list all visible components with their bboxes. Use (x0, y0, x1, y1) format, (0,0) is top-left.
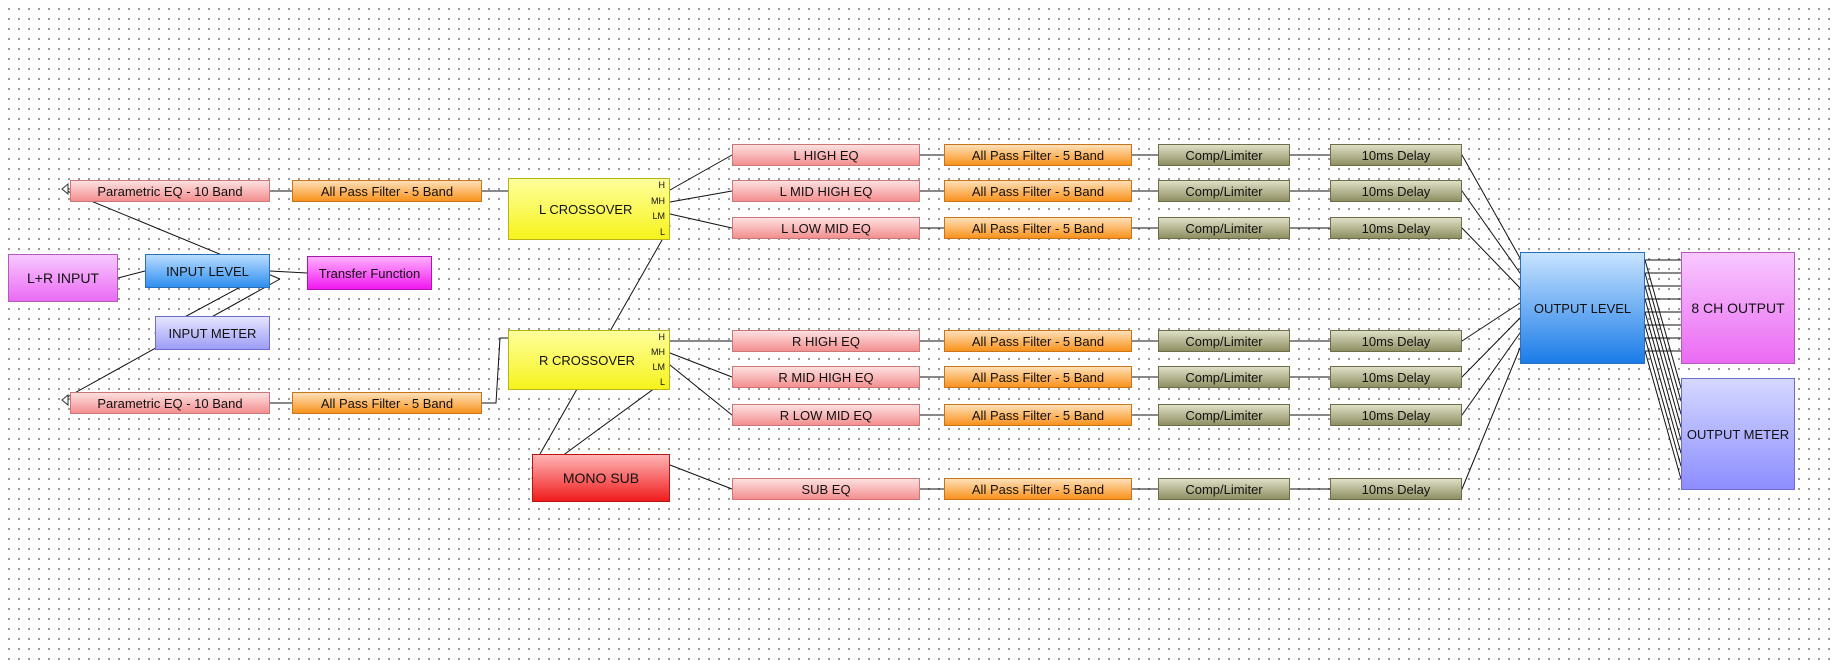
wire (1644, 298, 1682, 428)
wire (1644, 350, 1682, 480)
l-crossover-outputs: H MH LM L (651, 181, 665, 237)
input-meter-block[interactable]: INPUT METER (155, 316, 270, 350)
sub-eq-block[interactable]: SUB EQ (732, 478, 920, 500)
sub-all-pass-filter-block[interactable]: All Pass Filter - 5 Band (944, 478, 1132, 500)
wire (669, 154, 733, 191)
l-high-delay-block[interactable]: 10ms Delay (1330, 144, 1462, 166)
sub-comp-limiter-block[interactable]: Comp/Limiter (1158, 478, 1290, 500)
wire (1644, 311, 1682, 441)
output-label-mh: MH (651, 195, 665, 206)
l-high-all-pass-filter-block[interactable]: All Pass Filter - 5 Band (944, 144, 1132, 166)
mono-sub-block[interactable]: MONO SUB (532, 454, 670, 502)
port-icon (61, 182, 69, 196)
wire-apf-to-rxover (482, 337, 508, 404)
wire (1461, 227, 1521, 289)
wire (1644, 285, 1682, 415)
l-mid-high-all-pass-filter-block[interactable]: All Pass Filter - 5 Band (944, 180, 1132, 202)
wire (1644, 337, 1682, 467)
wire (1644, 272, 1682, 402)
l-low-mid-comp-limiter-block[interactable]: Comp/Limiter (1158, 217, 1290, 239)
r-low-mid-comp-limiter-block[interactable]: Comp/Limiter (1158, 404, 1290, 426)
parametric-eq-top-block[interactable]: Parametric EQ - 10 Band (70, 180, 270, 202)
wire (1461, 332, 1521, 416)
l-mid-high-delay-block[interactable]: 10ms Delay (1330, 180, 1462, 202)
r-mid-high-comp-limiter-block[interactable]: Comp/Limiter (1158, 366, 1290, 388)
r-high-comp-limiter-block[interactable]: Comp/Limiter (1158, 330, 1290, 352)
r-high-delay-block[interactable]: 10ms Delay (1330, 330, 1462, 352)
r-high-all-pass-filter-block[interactable]: All Pass Filter - 5 Band (944, 330, 1132, 352)
output-meter-block[interactable]: OUTPUT METER (1681, 378, 1795, 490)
sub-delay-block[interactable]: 10ms Delay (1330, 478, 1462, 500)
wire (1461, 190, 1521, 274)
l-high-eq-block[interactable]: L HIGH EQ (732, 144, 920, 166)
l-high-comp-limiter-block[interactable]: Comp/Limiter (1158, 144, 1290, 166)
r-low-mid-all-pass-filter-block[interactable]: All Pass Filter - 5 Band (944, 404, 1132, 426)
wire (669, 190, 733, 203)
output-label-mh: MH (651, 347, 665, 357)
port-icon (61, 393, 69, 407)
l-crossover-block[interactable]: L CROSSOVER H MH LM L (508, 178, 670, 240)
r-low-mid-delay-block[interactable]: 10ms Delay (1330, 404, 1462, 426)
l-low-mid-eq-block[interactable]: L LOW MID EQ (732, 217, 920, 239)
r-crossover-label: R CROSSOVER (539, 352, 636, 368)
output-label-h: H (658, 332, 666, 342)
r-mid-high-eq-block[interactable]: R MID HIGH EQ (732, 366, 920, 388)
l-crossover-label: L CROSSOVER (539, 201, 633, 217)
output-label-h: H (658, 180, 666, 190)
parametric-eq-bottom-block[interactable]: Parametric EQ - 10 Band (70, 392, 270, 414)
r-crossover-block[interactable]: R CROSSOVER H MH LM L (508, 330, 670, 390)
output-label-l: L (659, 226, 665, 237)
output-level-block[interactable]: OUTPUT LEVEL (1520, 252, 1645, 364)
wire (669, 352, 733, 378)
r-low-mid-eq-block[interactable]: R LOW MID EQ (732, 404, 920, 426)
output-label-lm: LM (652, 362, 665, 372)
wire (669, 213, 733, 229)
wire (1644, 324, 1682, 454)
wire-sub-to-eq (669, 464, 733, 490)
8-ch-output-block[interactable]: 8 CH OUTPUT (1681, 252, 1795, 364)
r-mid-high-delay-block[interactable]: 10ms Delay (1330, 366, 1462, 388)
wire (669, 364, 733, 416)
l-low-mid-all-pass-filter-block[interactable]: All Pass Filter - 5 Band (944, 217, 1132, 239)
r-high-eq-block[interactable]: R HIGH EQ (732, 330, 920, 352)
l-mid-high-comp-limiter-block[interactable]: Comp/Limiter (1158, 180, 1290, 202)
lr-input-block[interactable]: L+R INPUT (8, 254, 118, 302)
wire-level-to-transfer (269, 270, 308, 274)
wire (1461, 317, 1521, 378)
all-pass-filter-bottom-input-block[interactable]: All Pass Filter - 5 Band (292, 392, 482, 414)
l-mid-high-eq-block[interactable]: L MID HIGH EQ (732, 180, 920, 202)
r-crossover-outputs: H MH LM L (651, 333, 665, 387)
wire (1461, 347, 1521, 490)
transfer-function-block[interactable]: Transfer Function (307, 256, 432, 290)
output-label-l: L (659, 377, 665, 387)
wire-input-to-level (117, 270, 146, 279)
input-level-block[interactable]: INPUT LEVEL (145, 254, 270, 288)
all-pass-filter-top-input-block[interactable]: All Pass Filter - 5 Band (292, 180, 482, 202)
l-low-mid-delay-block[interactable]: 10ms Delay (1330, 217, 1462, 239)
wire (1461, 154, 1521, 259)
r-mid-high-all-pass-filter-block[interactable]: All Pass Filter - 5 Band (944, 366, 1132, 388)
wire (1644, 259, 1682, 389)
wire (1461, 302, 1521, 342)
output-label-lm: LM (652, 211, 665, 222)
